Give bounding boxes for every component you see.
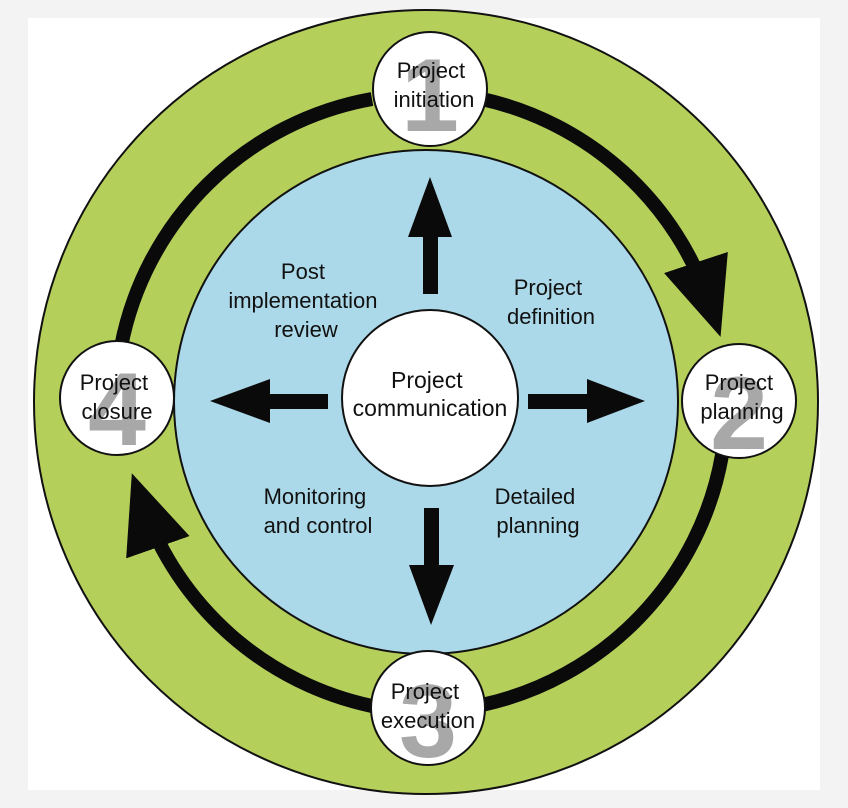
phase-number: 4 [88, 352, 146, 468]
area-label-line: planning [496, 513, 579, 538]
area-label-line: Monitoring [264, 484, 367, 509]
phase-label: Project execution [381, 679, 475, 733]
phase-label-line: Project [397, 58, 465, 83]
phase-label-line: Project [391, 679, 459, 704]
phase-label-line: initiation [394, 87, 475, 112]
cycle-arrow-execution-to-closure [126, 473, 374, 713]
phase-node-1: 1 Project initiation [372, 31, 488, 154]
phase-label-line: Project [705, 370, 773, 395]
cycle-line-closure-to-initiation [114, 92, 374, 349]
arrow-up [408, 177, 452, 294]
phase-label-line: execution [381, 708, 475, 733]
phase-label-line: planning [700, 399, 783, 424]
area-label-post-implementation-review: Post implementation review [228, 259, 383, 342]
phase-label-line: closure [82, 399, 153, 424]
area-label-line: review [274, 317, 338, 342]
phase-label: Project planning [700, 370, 783, 424]
phase-number: 2 [710, 356, 768, 472]
area-label-line: Detailed [495, 484, 576, 509]
phase-node-circle [681, 343, 797, 459]
cycle-arrow-initiation-to-planning [480, 92, 728, 337]
arrow-left [210, 379, 328, 423]
center-label: Project communication [353, 367, 508, 421]
area-label-line: implementation [228, 288, 377, 313]
area-label-line: definition [507, 304, 595, 329]
phase-label: Project closure [80, 370, 155, 424]
phase-number: 1 [401, 38, 459, 154]
center-label-line-2: communication [353, 395, 508, 421]
phase-node-3: 3 Project execution [370, 650, 486, 780]
area-label-line: Post [281, 259, 325, 284]
phase-node-circle [372, 31, 488, 147]
area-label-project-definition: Project definition [507, 275, 595, 329]
phase-node-2: 2 Project planning [681, 343, 797, 472]
area-label-monitoring-and-control: Monitoring and control [264, 484, 373, 538]
area-label-detailed-planning: Detailed planning [495, 484, 582, 538]
phase-node-4: 4 Project closure [59, 340, 175, 468]
phase-node-circle [59, 340, 175, 456]
arrow-down [409, 508, 454, 625]
area-label-line: and control [264, 513, 373, 538]
center-circle [341, 309, 519, 487]
arrow-right [528, 379, 645, 423]
phase-node-circle [370, 650, 486, 766]
phase-label: Project initiation [394, 58, 475, 112]
cycle-line-planning-to-execution [480, 453, 729, 712]
phase-number: 3 [399, 664, 457, 780]
area-label-line: Project [514, 275, 582, 300]
radial-arrows [210, 177, 645, 625]
phase-label-line: Project [80, 370, 148, 395]
center-label-line-1: Project [391, 367, 463, 393]
